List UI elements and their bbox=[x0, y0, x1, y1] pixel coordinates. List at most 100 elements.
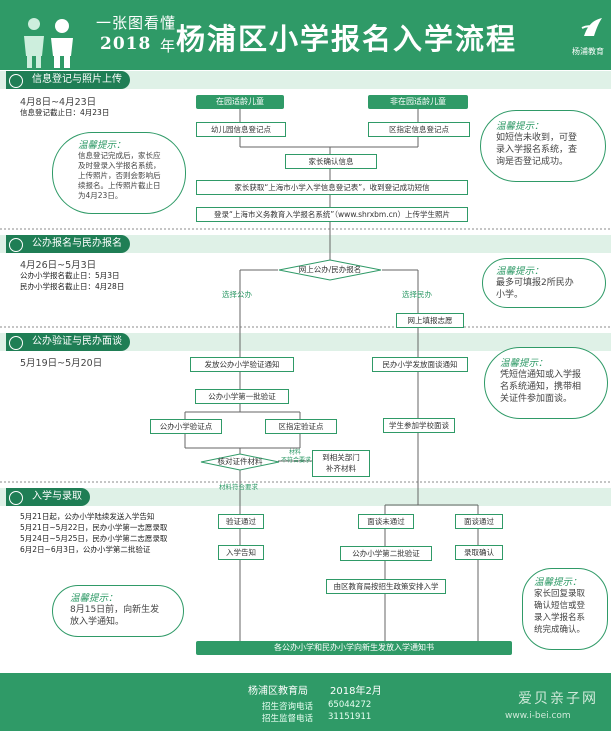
section-2-label: 公办报名与民办报名 bbox=[32, 238, 122, 249]
parent-confirm-box: 家长确认信息 bbox=[285, 154, 377, 169]
admission-notice-box: 入学告知 bbox=[218, 545, 264, 560]
tip-4-line: 凭短信通知或入学报 bbox=[500, 370, 582, 380]
interview-not-pass-box: 面谈未通过 bbox=[358, 514, 414, 529]
admit-confirm-box: 录取确认 bbox=[455, 545, 503, 560]
tip-6-heading: 温馨提示： bbox=[534, 577, 582, 588]
section-2-date: 4月26日~5月3日 bbox=[20, 260, 97, 271]
tip-1-heading: 温馨提示： bbox=[78, 140, 126, 151]
docs-bad-label-2: 不符合要求 bbox=[281, 457, 312, 464]
tip-2-text: 如短信未收到，可登 录入学报名系统，查 询是否登记成功。 bbox=[496, 132, 577, 168]
kg-register-box: 幼儿园信息登记点 bbox=[196, 122, 286, 137]
section-1-header: 信息登记与照片上传 bbox=[6, 71, 130, 89]
tip-3-line: 最多可填报2所民办 bbox=[496, 278, 574, 288]
tip-5-line: 8月15日前，向新生发 bbox=[70, 605, 160, 615]
get-form-box: 家长获取“上海市小学入学信息登记表”，收到登记成功短信 bbox=[196, 180, 468, 195]
watermark-name: 爱贝亲子网 bbox=[518, 691, 598, 707]
tip-1-line: 续报名。上传照片截止日 bbox=[78, 181, 161, 190]
tip-1-text: 信息登记完成后，家长应 及时登录入学报名系统， 上传照片，否则会影响后 续报名。… bbox=[78, 151, 161, 201]
footer-date: 2018年2月 bbox=[330, 686, 382, 697]
section-2-header: 公办报名与民办报名 bbox=[6, 235, 130, 253]
supplement-line-1: 到相关部门 bbox=[322, 453, 360, 462]
tip-6-line: 录入学报名系 bbox=[534, 613, 586, 623]
tip-1-line: 信息登记完成后，家长应 bbox=[78, 151, 161, 160]
tip-6-line: 确认短信或登 bbox=[534, 601, 586, 611]
choose-public-label: 选择公办 bbox=[222, 290, 252, 299]
section-4-note-2: 5月21日~5月22日，民办小学第一志愿录取 bbox=[20, 523, 168, 532]
footer bbox=[0, 673, 611, 731]
tip-1-line: 及时登录入学报名系统， bbox=[78, 161, 161, 170]
section-3-label: 公办验证与民办面谈 bbox=[32, 336, 122, 347]
section-3-header: 公办验证与民办面谈 bbox=[6, 333, 130, 351]
tip-4-line: 关证件参加面谈。 bbox=[500, 394, 573, 404]
tip-bubble-2 bbox=[480, 110, 606, 182]
tip-bubble-6 bbox=[522, 568, 608, 650]
tip-2-heading: 温馨提示： bbox=[496, 121, 544, 132]
online-apply-diamond bbox=[278, 259, 382, 281]
section-band-1 bbox=[0, 71, 611, 89]
online-wish-box: 网上填报志愿 bbox=[396, 313, 464, 328]
district-point-box: 区指定验证点 bbox=[265, 419, 337, 434]
header-year: 2018 bbox=[100, 34, 152, 54]
tip-6-line: 家长回复录取 bbox=[534, 589, 586, 599]
check-docs-label: 核对证件材料 bbox=[217, 457, 263, 466]
tip-5-line: 放入学通知。 bbox=[70, 617, 125, 627]
footer-org: 杨浦区教育局 bbox=[248, 686, 308, 697]
consult-label: 招生咨询电话 bbox=[262, 702, 314, 712]
children-icon bbox=[24, 18, 73, 68]
section-4-label: 入学与录取 bbox=[32, 491, 82, 502]
login-upload-box: 登录“上海市义务教育入学报名系统”（www.shrxbm.cn）上传学生照片 bbox=[196, 207, 468, 222]
tip-3-text: 最多可填报2所民办 小学。 bbox=[496, 277, 574, 301]
district-register-box: 区指定信息登记点 bbox=[368, 122, 470, 137]
online-apply-label: 网上公办/民办报名 bbox=[298, 265, 362, 274]
supervise-label: 招生监督电话 bbox=[262, 714, 314, 724]
tip-4-line: 名系统通知，携带相 bbox=[500, 382, 582, 392]
docs-bad-label-1: 材料 bbox=[289, 449, 302, 456]
tip-3-heading: 温馨提示： bbox=[496, 266, 544, 277]
public-point-box: 公办小学验证点 bbox=[150, 419, 222, 434]
tip-4-text: 凭短信通知或入学报 名系统通知，携带相 关证件参加面谈。 bbox=[500, 369, 581, 405]
final-notice-box: 各公办小学和民办小学向新生发放入学通知书 bbox=[196, 641, 512, 655]
interview-pass-box: 面谈通过 bbox=[455, 514, 503, 529]
private-notice-box: 民办小学发放面谈通知 bbox=[372, 357, 468, 372]
tip-5-text: 8月15日前，向新生发 放入学通知。 bbox=[70, 604, 159, 628]
tip-5-heading: 温馨提示： bbox=[70, 593, 118, 604]
logo-text: 杨浦教育 bbox=[572, 47, 604, 56]
public-second-box: 公办小学第二批验证 bbox=[340, 546, 432, 561]
tip-3-line: 小学。 bbox=[496, 290, 524, 300]
tip-bubble-1 bbox=[52, 132, 186, 214]
tip-1-line: 为4月23日。 bbox=[78, 191, 123, 200]
section-band-3 bbox=[0, 333, 611, 351]
header-year-suffix: 年 bbox=[160, 37, 176, 55]
tip-1-line: 上传照片，否则会影响后 bbox=[78, 171, 161, 180]
yangpu-education-logo-icon bbox=[581, 18, 602, 36]
not-in-kindergarten-box: 非在园适龄儿童 bbox=[368, 95, 468, 109]
consult-phone: 65044272 bbox=[328, 700, 372, 710]
section-1-note: 信息登记截止日：4月23日 bbox=[20, 108, 110, 117]
arrange-box: 由区教育局按招生政策安排入学 bbox=[326, 579, 446, 594]
supplement-box: 到相关部门 补齐材料 bbox=[312, 450, 370, 477]
tip-bubble-4 bbox=[484, 347, 608, 419]
tip-6-line: 统完成确认。 bbox=[534, 625, 586, 635]
check-docs-diamond bbox=[200, 453, 280, 471]
section-3-date: 5月19日~5月20日 bbox=[20, 358, 103, 369]
section-band-4 bbox=[0, 488, 611, 506]
tip-4-heading: 温馨提示： bbox=[500, 358, 548, 369]
section-2-note-2: 民办小学报名截止日：4月28日 bbox=[20, 282, 125, 291]
section-4-note-4: 6月2日~6月3日，公办小学第二批验证 bbox=[20, 545, 151, 554]
header-subtitle: 一张图看懂 bbox=[96, 14, 177, 32]
watermark-url: www.i-bei.com bbox=[505, 711, 571, 721]
tip-bubble-5 bbox=[52, 585, 184, 637]
supplement-line-2: 补齐材料 bbox=[326, 464, 356, 473]
clock-icon bbox=[9, 73, 23, 88]
tip-2-line: 如短信未收到，可登 bbox=[496, 133, 578, 143]
docs-ok-label: 材料符合要求 bbox=[219, 483, 258, 491]
choose-private-label: 选择民办 bbox=[402, 290, 432, 299]
section-4-header: 入学与录取 bbox=[6, 488, 90, 506]
public-notice-box: 发放公办小学验证通知 bbox=[190, 357, 294, 372]
in-kindergarten-box: 在园适龄儿童 bbox=[196, 95, 284, 109]
section-2-note-1: 公办小学报名截止日：5月3日 bbox=[20, 271, 120, 280]
tip-bubble-3 bbox=[482, 258, 606, 308]
section-1-date: 4月8日~4月23日 bbox=[20, 97, 97, 108]
clock-icon bbox=[9, 335, 23, 350]
